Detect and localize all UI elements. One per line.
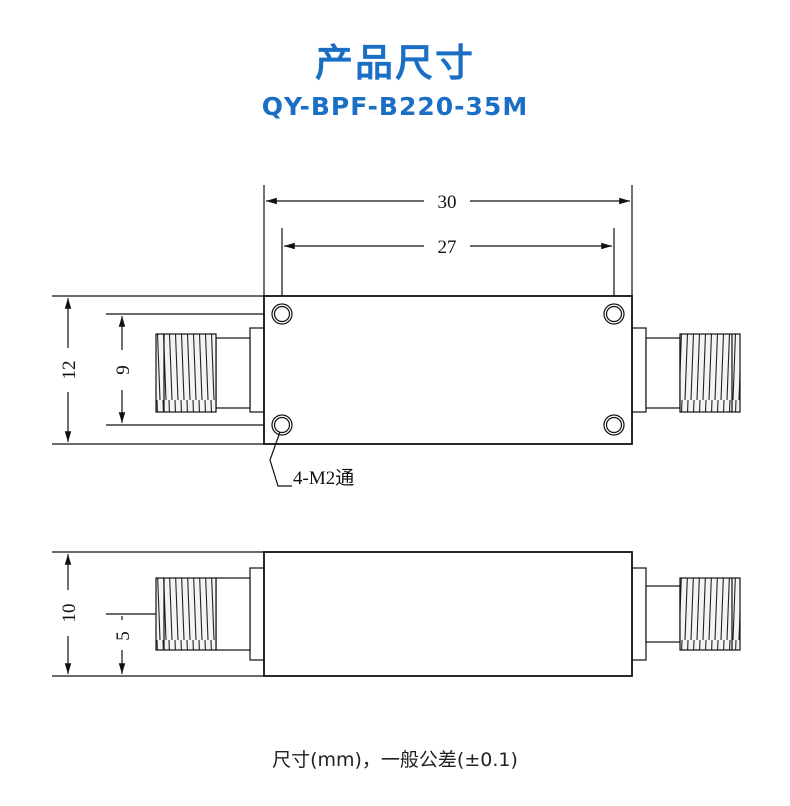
hole-leader-line bbox=[269, 431, 292, 487]
page-title: 产品尺寸 bbox=[314, 41, 475, 85]
model-number: QY-BPF-B220-35M bbox=[261, 92, 529, 121]
mounting-hole bbox=[271, 414, 293, 436]
left-connector-thread bbox=[155, 333, 217, 413]
dim-label-27: 27 bbox=[438, 237, 457, 258]
right-connector-thread bbox=[679, 333, 741, 413]
right-connector-flange bbox=[631, 327, 647, 413]
dim-label-30: 30 bbox=[438, 192, 457, 213]
right-connector-thread bbox=[679, 577, 741, 651]
mounting-hole bbox=[603, 414, 625, 436]
mounting-hole bbox=[603, 303, 625, 325]
dim-label-9: 9 bbox=[113, 365, 134, 375]
left-connector-body bbox=[215, 337, 251, 409]
mounting-hole bbox=[271, 303, 293, 325]
filter-body-side bbox=[263, 551, 633, 677]
left-connector-thread bbox=[155, 577, 217, 651]
hole-callout-label: 4-M2通 bbox=[293, 467, 354, 489]
unit-tolerance-note: 尺寸(mm)，一般公差(±0.1) bbox=[272, 749, 518, 771]
dim-label-12: 12 bbox=[59, 361, 80, 380]
filter-body-top bbox=[263, 295, 633, 445]
left-connector-flange bbox=[249, 567, 265, 661]
left-connector-flange bbox=[249, 327, 265, 413]
top-view bbox=[52, 185, 741, 487]
right-connector-flange bbox=[631, 567, 647, 661]
dim-label-10: 10 bbox=[59, 604, 80, 623]
left-connector-body bbox=[215, 577, 251, 651]
right-connector-body bbox=[645, 585, 681, 643]
dim-label-5: 5 bbox=[113, 631, 134, 641]
side-view bbox=[52, 551, 741, 677]
right-connector-body bbox=[645, 337, 681, 409]
